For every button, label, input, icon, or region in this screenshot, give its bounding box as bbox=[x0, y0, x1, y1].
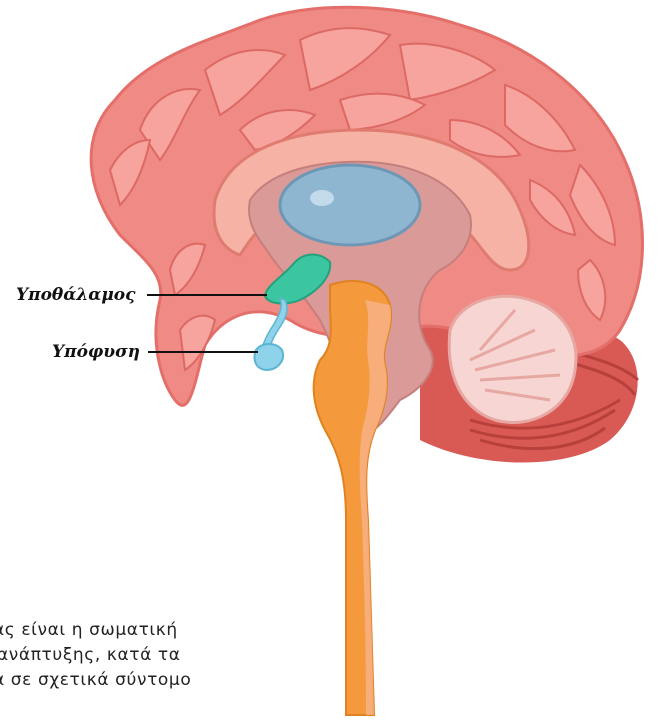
body-text-line-2: ανάπτυξης, κατά τα bbox=[0, 643, 380, 668]
hypothalamus-label: Υποθάλαμος bbox=[16, 285, 135, 305]
pituitary-label: Υπόφυση bbox=[52, 342, 140, 362]
body-text-line-1: ας είναι η σωματική bbox=[0, 618, 380, 643]
cerebellum bbox=[449, 296, 576, 422]
lateral-ventricle bbox=[280, 165, 420, 245]
body-text-line-3: α σε σχετικά σύντομο bbox=[0, 668, 380, 693]
pituitary-shape bbox=[254, 344, 283, 370]
body-text: ας είναι η σωματική ανάπτυξης, κατά τα α… bbox=[0, 618, 380, 693]
